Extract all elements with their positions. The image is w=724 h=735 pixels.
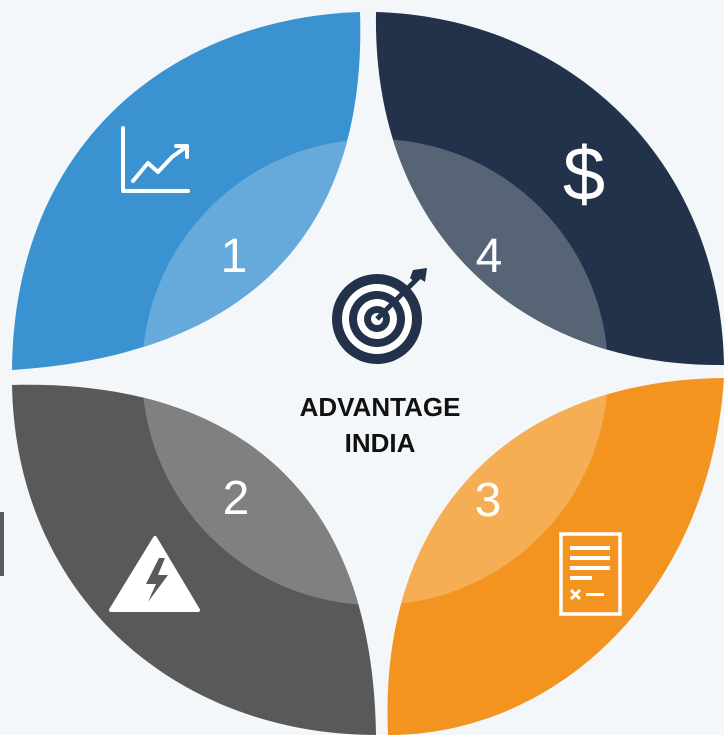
segment-2-number: 2 (223, 472, 250, 525)
high-voltage-warning-icon (109, 536, 200, 612)
center-title-line-1: ADVANTAGE (300, 392, 461, 422)
target-bullseye-icon (332, 268, 427, 364)
segment-4-number: 4 (476, 230, 503, 283)
segment-2-petal (12, 384, 376, 735)
document-list-icon (559, 532, 622, 616)
segment-1-number: 1 (221, 230, 248, 283)
growth-chart-icon (121, 126, 190, 193)
dollar-sign-icon: $ (563, 132, 605, 217)
segment-4-petal (375, 12, 724, 366)
segment-3-number: 3 (475, 474, 502, 527)
segment-3-petal (387, 378, 724, 735)
center-title-line-2: INDIA (345, 428, 416, 458)
left-edge-mark (0, 512, 4, 576)
